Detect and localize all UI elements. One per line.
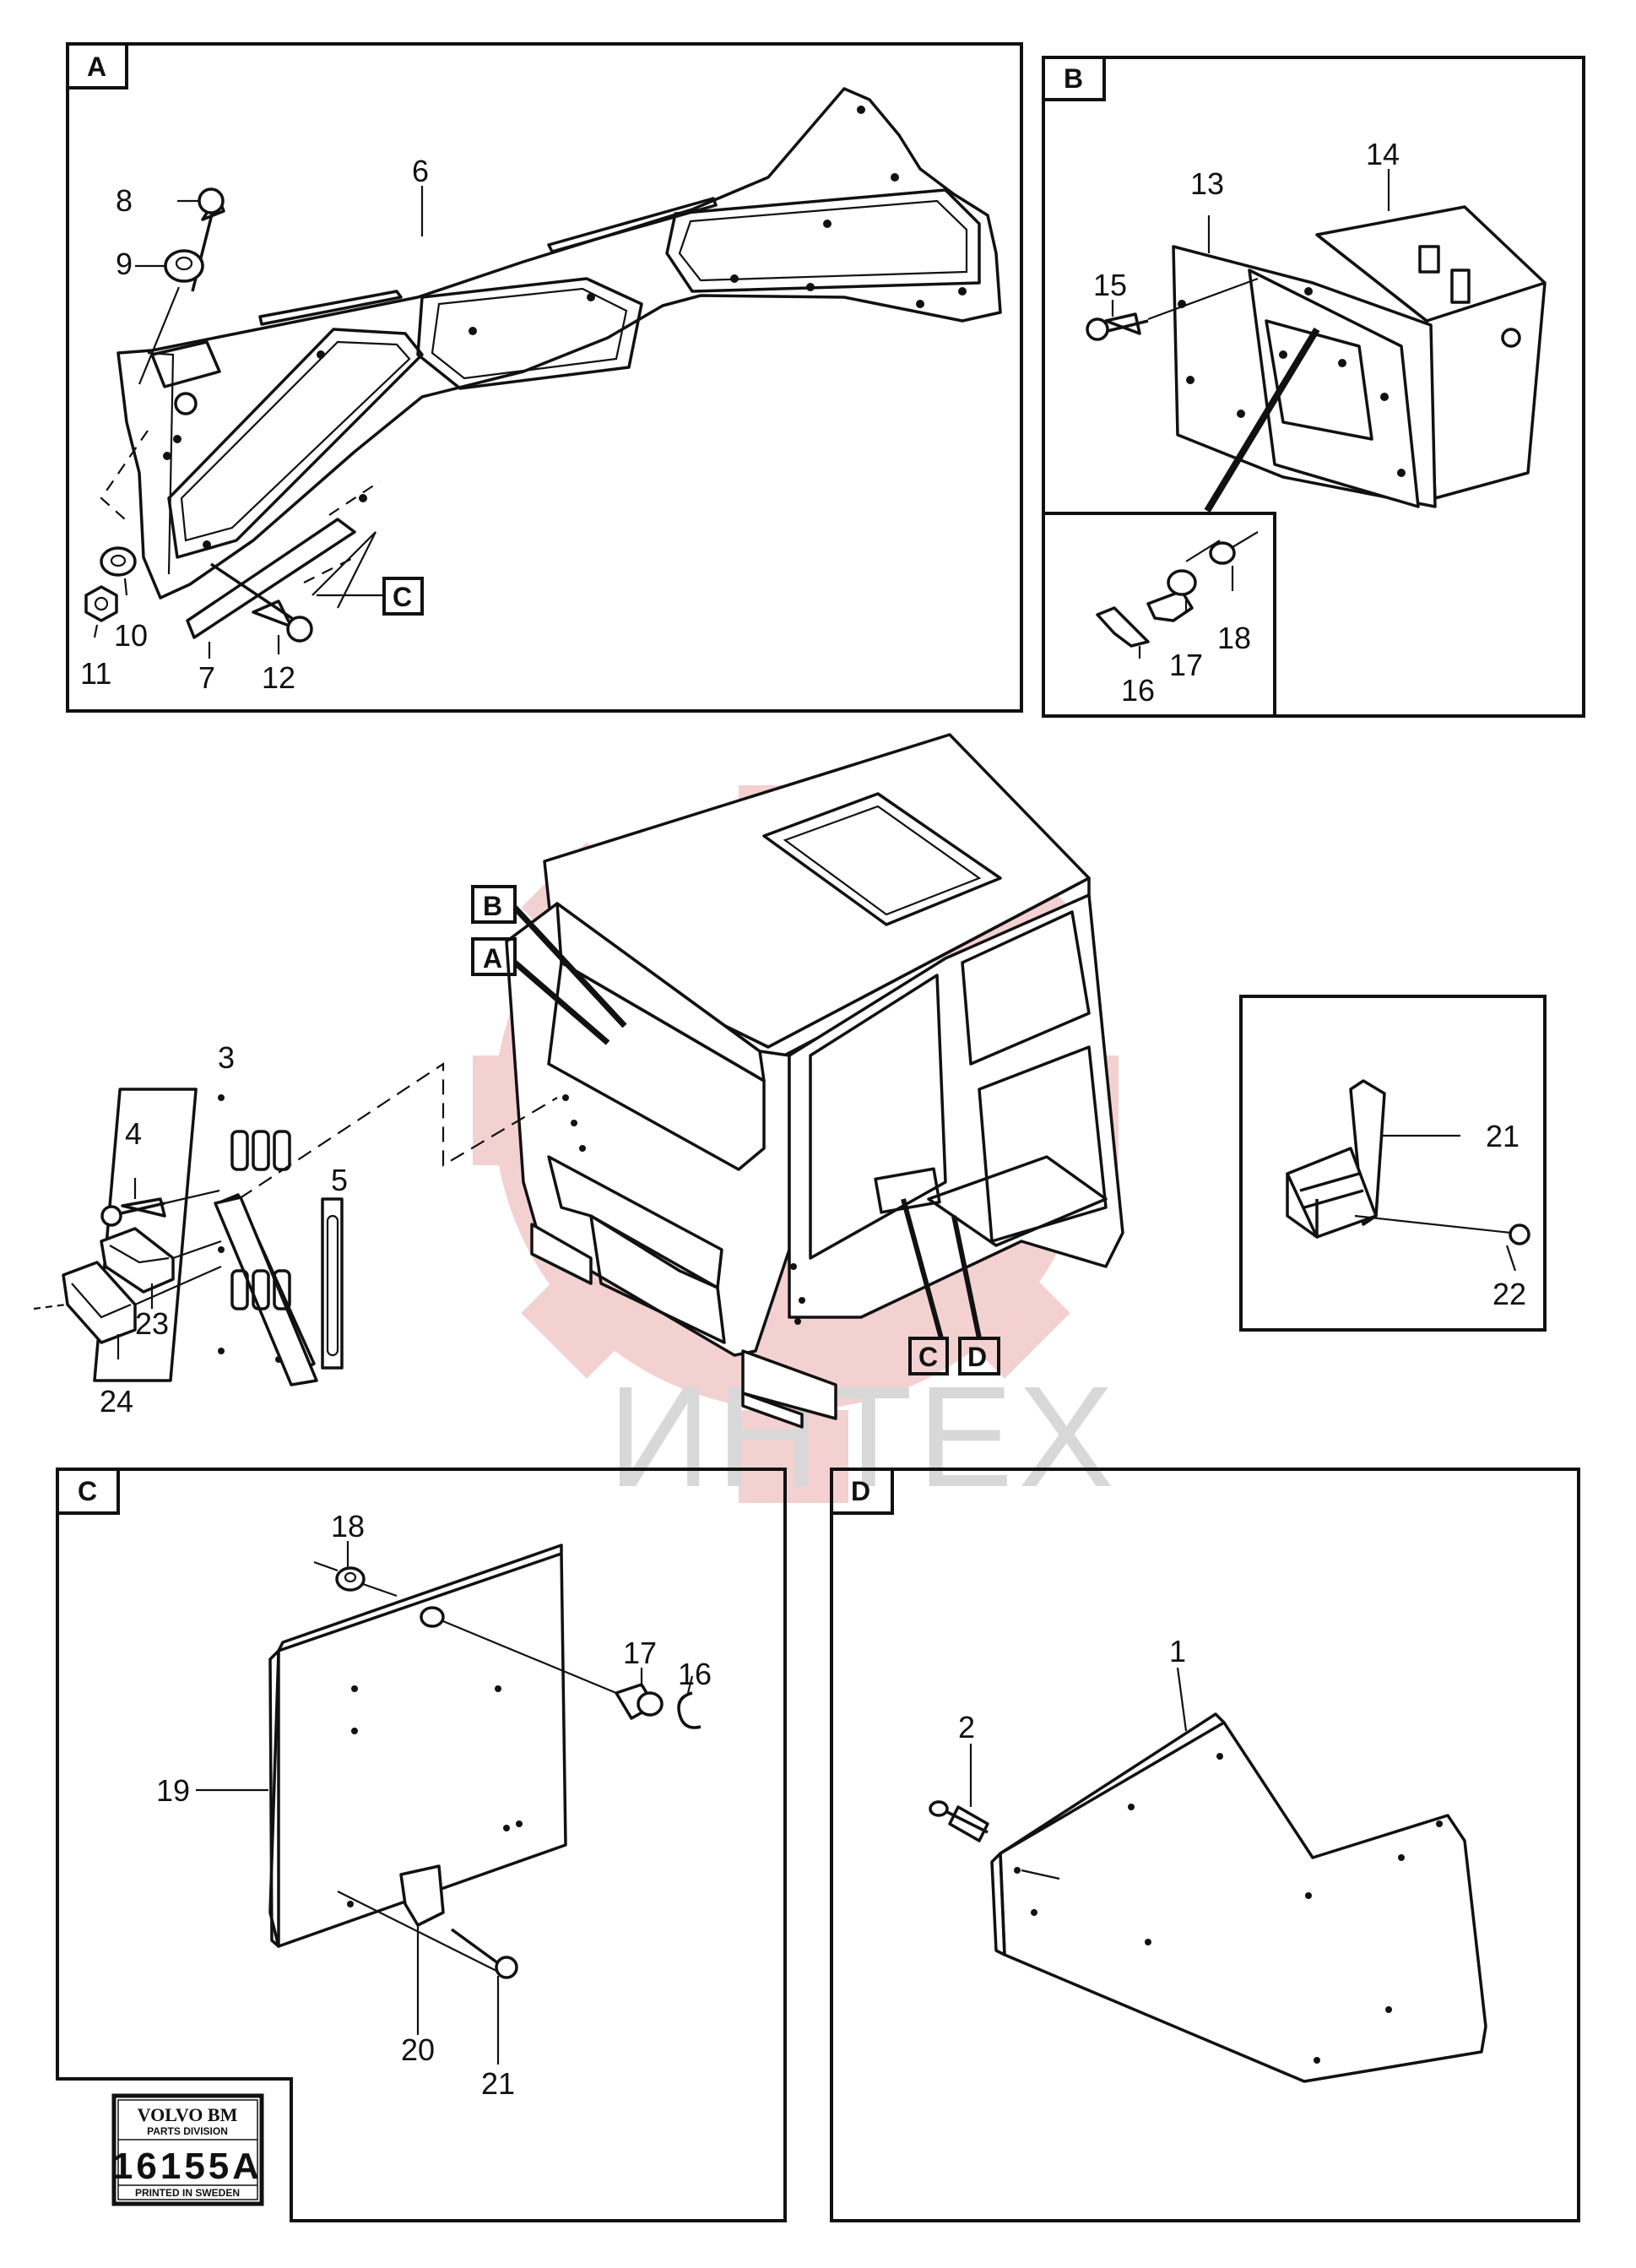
part-number-19: 19 (156, 1773, 190, 1808)
detail-tag-d-ref: D (967, 1342, 987, 1372)
part-number-17-c: 17 (623, 1636, 657, 1670)
part-number-4: 4 (125, 1116, 142, 1151)
stamp-code: 16155A (112, 2146, 263, 2187)
part-number-21: 21 (481, 2066, 515, 2101)
part-number-3: 3 (218, 1040, 235, 1075)
volvo-bm-stamp: VOLVO BM PARTS DIVISION 16155A PRINTED I… (111, 2093, 264, 2206)
stamp-brand: VOLVO BM (138, 2104, 238, 2125)
cab-overview: B A C D (471, 733, 1124, 1429)
part-number-10: 10 (114, 618, 148, 653)
detail-panel-d: D 1 2 (830, 1468, 1580, 2222)
part-number-2: 2 (958, 1710, 975, 1744)
part-number-17-b: 17 (1169, 648, 1203, 682)
part-number-18-b: 18 (1217, 621, 1251, 655)
stamp-division: PARTS DIVISION (147, 2125, 228, 2137)
part-number-8: 8 (116, 183, 133, 218)
part-number-21-mini: 21 (1486, 1119, 1520, 1153)
detail-tag-c-ref-a: C (393, 582, 412, 612)
part-number-14: 14 (1366, 137, 1400, 171)
part-number-13: 13 (1190, 166, 1224, 201)
part-number-16-b: 16 (1121, 673, 1155, 708)
part-number-9: 9 (116, 247, 133, 281)
detail-tag-a-ref: A (483, 943, 502, 974)
part-number-24: 24 (100, 1384, 133, 1419)
detail-tag-c: C (78, 1476, 97, 1506)
part-number-7: 7 (198, 660, 215, 695)
detail-tag-d: D (851, 1476, 870, 1506)
part-number-5: 5 (331, 1163, 348, 1197)
detail-panel-a: A (66, 42, 1023, 713)
part-number-16-c: 16 (678, 1657, 712, 1691)
part-number-20: 20 (401, 2032, 435, 2067)
watermark-text: ИНТЕХ (608, 1357, 1119, 1517)
part-number-11: 11 (80, 656, 111, 691)
detail-panel-b: B (1042, 56, 1585, 718)
part-number-12: 12 (262, 660, 295, 695)
part-number-15: 15 (1093, 268, 1127, 302)
detail-tag-c-ref: C (918, 1342, 938, 1372)
grille-assembly: 3 4 5 23 24 (33, 1040, 558, 1419)
handle-panel: 21 22 (1239, 995, 1547, 1332)
detail-tag-a: A (87, 52, 106, 82)
part-number-23: 23 (135, 1306, 169, 1341)
detail-tag-b-ref: B (483, 891, 502, 921)
part-number-1: 1 (1169, 1634, 1186, 1668)
detail-tag-b: B (1064, 63, 1083, 94)
part-number-6: 6 (412, 154, 429, 188)
stamp-printed: PRINTED IN SWEDEN (135, 2187, 240, 2199)
part-number-18-c: 18 (331, 1509, 365, 1544)
detail-panel-c: C 18 17 16 19 20 (56, 1468, 787, 2222)
part-number-22: 22 (1492, 1277, 1526, 1311)
